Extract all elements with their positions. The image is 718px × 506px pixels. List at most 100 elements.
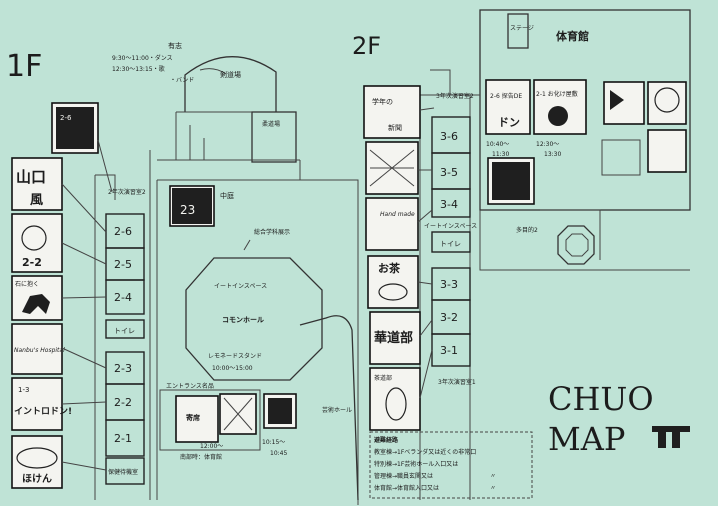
- f2-study-room1: 3年次演習室1: [438, 378, 476, 386]
- gym-poster-2-1-text: 2-1 お化け屋敷: [536, 90, 578, 98]
- lemonade-time: 10:00〜15:00: [212, 365, 253, 372]
- poster-hospital: [11, 323, 63, 375]
- room-3-2-label: 3-2: [440, 311, 458, 324]
- poster-sado-text: 茶道部: [374, 374, 392, 382]
- kendo-time-3: ・バンド: [170, 77, 194, 84]
- entrance-area: [159, 389, 261, 451]
- f2-study-room2: 3年次演習室2: [436, 92, 474, 100]
- gym-poster-2-6-sub: ドン: [498, 116, 520, 129]
- gym-poster-5: [647, 129, 687, 173]
- poster-shinbun: [363, 85, 421, 139]
- map-title-line2: MAP: [548, 420, 625, 458]
- stage: [507, 13, 529, 49]
- event-space-1f: イートインスペース: [214, 283, 267, 290]
- poster-yamaguchi-text: 山口: [16, 168, 46, 186]
- toilet-1f: [105, 319, 145, 339]
- legend-row-4: 体育館→体育館入口又は: [374, 484, 439, 492]
- kendo-time-1: 9:30〜11:00・ダンス: [112, 54, 173, 62]
- time-1: 10:40〜: [486, 141, 509, 148]
- room-2-6-label: 2-6: [114, 225, 132, 238]
- poster-hoken-text: ほけん: [22, 473, 52, 485]
- room-3-4-label: 3-4: [440, 198, 458, 211]
- poster-handmade-text: Hand made: [380, 211, 415, 218]
- poster-shinbun-sub: 新聞: [388, 123, 402, 132]
- entrance-time-3: 10:45: [270, 450, 287, 457]
- room-2-5-label: 2-5: [114, 258, 132, 271]
- poster-horse-text: 石に抱く: [15, 280, 39, 288]
- room-2-2-label: 2-2: [114, 396, 132, 409]
- poster-yamaguchi-sub: 風: [30, 193, 43, 208]
- entrance-poster-1-text: 寄席: [186, 413, 200, 422]
- room-2-1-label: 2-1: [114, 432, 132, 445]
- lemonade-label: レモネードスタンド: [208, 352, 262, 360]
- toilet-1f-label: トイレ: [114, 327, 135, 335]
- poster-intro-don-text: 1-3: [18, 386, 29, 394]
- kendo-note: 有志: [168, 41, 182, 50]
- gym-octagon: [557, 225, 595, 265]
- judojo-label: 柔道場: [262, 120, 280, 128]
- f1-room-list: 2-6 2-5 2-4 トイレ 2-3 2-2 2-1 保健待機室: [105, 213, 145, 485]
- geijutsu-hall: [299, 315, 359, 501]
- f2-room-list: 3-6 3-5 3-4 イートインスペース トイレ 3-3 3-2 3-1 3年…: [424, 116, 477, 386]
- legend-ditto-2: 〃: [490, 485, 496, 492]
- f2-poster-list: 学年の 新聞 Hand made お茶 華道部 茶道部: [363, 85, 421, 431]
- entrance-time-1: 12:00〜: [200, 443, 223, 450]
- common-hall-label: コモンホール: [222, 316, 264, 324]
- toilet-2f-label: トイレ: [440, 240, 461, 248]
- room-3-6-label: 3-6: [440, 130, 458, 143]
- legend-ditto-1: 〃: [490, 473, 496, 480]
- legend-row-3: 管理棟→職員玄関又は: [374, 472, 433, 480]
- time-2: 11:30: [492, 151, 509, 158]
- room-3-1-label: 3-1: [440, 344, 458, 357]
- hoken-room: [105, 457, 145, 485]
- map-title-line1: CHUO: [548, 380, 654, 418]
- entrance-poster-1: [175, 395, 219, 443]
- poster-ocha-text: お茶: [378, 261, 401, 275]
- hoken-label: 保健待機室: [108, 468, 138, 476]
- room-2-4-label: 2-4: [114, 291, 132, 304]
- poster-kado-text: 華道部: [374, 330, 413, 346]
- nakaniwa-label: 中庭: [220, 191, 234, 200]
- poster-ocha: [367, 255, 419, 309]
- jishu-label: 多目的2: [516, 226, 538, 234]
- poster-2-6-text: 2-6: [60, 114, 72, 122]
- poster-2-2: [11, 213, 63, 273]
- gym-poster-2-6: [485, 79, 531, 135]
- poster-kado: [369, 311, 421, 365]
- title-mark-icon: [652, 426, 690, 448]
- stage-label: ステージ: [510, 25, 534, 32]
- poster-2-2-text: 2-2: [22, 256, 42, 269]
- common-hall-area: [185, 257, 323, 381]
- gym-label: 体育館: [556, 29, 589, 43]
- poster-shinbun-text: 学年の: [372, 97, 393, 106]
- f1-poster-list: 2-6 山口 風 2-2 石に抱く Nanbu's Hospital 1-3 イ…: [11, 102, 99, 489]
- legend-heading: 避難経路: [373, 436, 399, 444]
- kendojo-building: [184, 56, 277, 112]
- room-2-3-label: 2-3: [114, 362, 132, 375]
- time-3: 12:30〜: [536, 141, 559, 148]
- event-space-2f: イートインスペース: [424, 223, 477, 230]
- room-3-4: [431, 188, 471, 218]
- room-2-1: [105, 419, 145, 457]
- legend-row-2: 特別棟→1F芸術ホール入口又は: [374, 460, 458, 468]
- gym-poster-4: [647, 81, 687, 125]
- poster-intro-don: [11, 377, 63, 431]
- nanbusho-label: 南部時：体育館: [180, 453, 222, 461]
- poster-handmade: [365, 197, 419, 251]
- gym-poster-2-6-text: 2-6 探告DE: [490, 92, 522, 100]
- geijutsu-label: 芸術ホール: [322, 406, 352, 414]
- time-4: 13:30: [544, 151, 561, 158]
- kendojo-label: 剣道場: [220, 70, 241, 79]
- sogo-label: 総合学科展示: [254, 228, 290, 236]
- f1-study-room2: 2年次演習室2: [108, 188, 146, 196]
- entrance-area-label: エントランス名品: [166, 382, 214, 390]
- judojo-building: [251, 111, 297, 163]
- poster-hoken: [11, 435, 63, 489]
- floor-label-1f: 1F: [6, 49, 42, 84]
- poster-hospital-text: Nanbu's Hospital: [14, 347, 65, 354]
- poster-intro-don-sub: イントロドン!: [14, 406, 72, 417]
- evacuation-legend: 避難経路 教室棟→1Fベランダ又は近くの非常口 特別棟→1F芸術ホール入口又は …: [369, 431, 533, 499]
- nakaniwa-poster-text: 23: [180, 203, 195, 217]
- legend-row-1: 教室棟→1Fベランダ又は近くの非常口: [374, 448, 476, 456]
